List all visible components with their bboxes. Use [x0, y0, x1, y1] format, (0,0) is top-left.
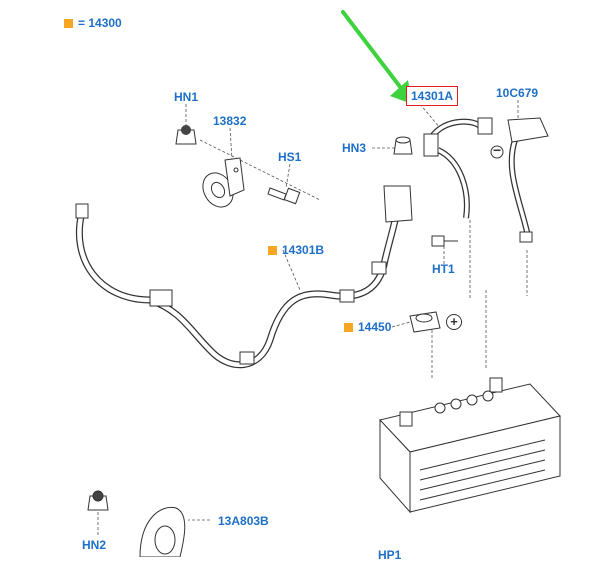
battery-shape — [379, 377, 561, 514]
label-hs1: HS1 — [278, 150, 302, 164]
legend-square-icon — [268, 246, 277, 255]
label-14301b-text: 14301B — [282, 243, 325, 257]
legend-14300: = 14300 — [64, 16, 122, 30]
label-hn3: HN3 — [342, 141, 367, 155]
legend-square-icon — [344, 323, 353, 332]
positive-terminal-icon: + — [446, 314, 462, 330]
ht1-stud-shape — [431, 235, 458, 247]
label-14450-text: 14450 — [358, 320, 392, 334]
label-hn1: HN1 — [174, 90, 199, 104]
label-14301b: 14301B — [268, 243, 324, 257]
terminal-14450-shape — [409, 311, 441, 333]
hn3-nut-shape — [393, 136, 413, 155]
green-pointer-arrow — [341, 10, 412, 104]
horn-13a803b-shape — [139, 506, 186, 557]
label-14301a-highlighted: 14301A — [406, 86, 459, 106]
label-14450: 14450 — [344, 320, 391, 334]
hn1-nut-shape — [175, 125, 197, 145]
label-ht1: HT1 — [432, 262, 455, 276]
hs1-bolt-shape — [267, 187, 301, 205]
label-13a803b: 13A803B — [218, 514, 269, 528]
cable-14301b-shape — [75, 185, 413, 369]
label-hn2: HN2 — [82, 538, 107, 552]
label-hp1-partial: HP1 — [378, 548, 402, 562]
legend-square-icon — [64, 19, 73, 28]
label-10c679: 10C679 — [496, 86, 539, 100]
hn2-nut-shape — [87, 490, 109, 511]
horn-13832-shape — [202, 157, 245, 208]
cable-14301a-shape — [423, 117, 504, 219]
label-13832: 13832 — [213, 114, 247, 128]
sensor-10c679-shape — [507, 117, 549, 243]
negative-terminal-icon: − — [493, 142, 502, 158]
legend-text: = 14300 — [78, 16, 122, 30]
